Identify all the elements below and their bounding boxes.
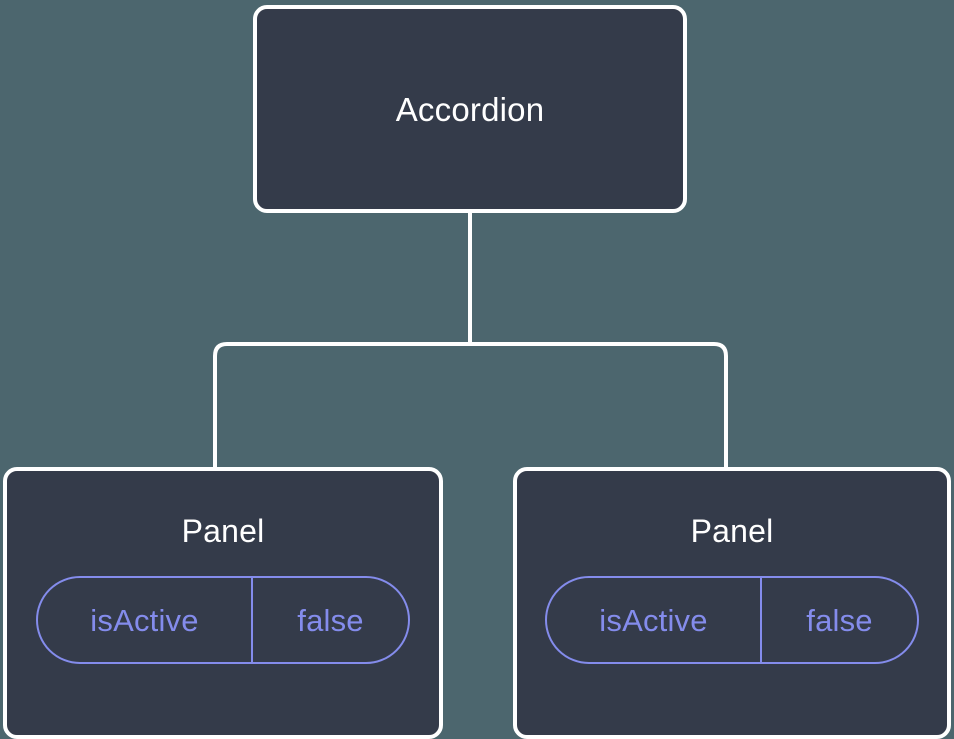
state-pill-panel-1[interactable]: isActive false	[545, 576, 919, 664]
node-accordion[interactable]: Accordion	[253, 5, 687, 213]
node-panel-1-label: Panel	[690, 513, 774, 549]
state-key-panel-1: isActive	[547, 578, 762, 662]
node-panel-0[interactable]: Panel isActive false	[3, 467, 443, 739]
state-key-panel-0: isActive	[38, 578, 253, 662]
connector-to-panel-1	[470, 342, 728, 470]
state-value-panel-0: false	[297, 602, 364, 638]
state-pill-panel-0[interactable]: isActive false	[36, 576, 410, 664]
node-panel-1[interactable]: Panel isActive false	[513, 467, 951, 739]
connector-to-panel-0	[213, 342, 470, 470]
node-accordion-label: Accordion	[395, 90, 545, 128]
state-value-panel-1: false	[806, 602, 873, 638]
node-panel-0-label: Panel	[181, 513, 265, 549]
